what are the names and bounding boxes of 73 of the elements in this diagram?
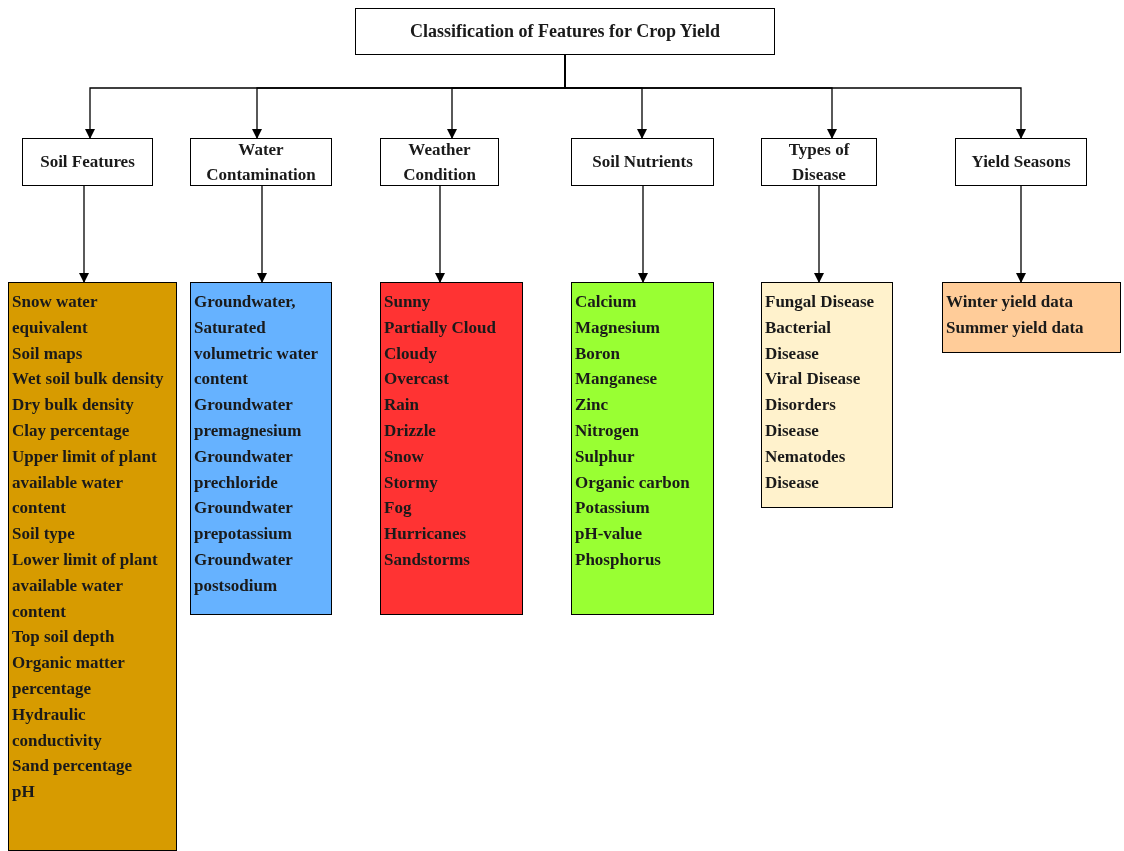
list-item: Top soil depth <box>12 626 116 649</box>
list-item: Stormy <box>384 471 439 494</box>
list-item: Sunny <box>384 291 432 313</box>
list-item: Manganese <box>575 368 659 391</box>
list-item: Fungal Disease <box>765 291 876 313</box>
list-item: Organic matter percentage <box>12 652 126 700</box>
list-item: Potassium <box>575 497 651 520</box>
list-item: Summer yield data <box>946 316 1085 339</box>
list-item: Sand percentage <box>12 755 134 778</box>
list-item: Rain <box>384 394 420 417</box>
list-item: Nitrogen <box>575 420 640 442</box>
heading-text: Soil Features <box>40 151 135 174</box>
feature-list-box <box>942 282 1121 353</box>
list-item: Snow <box>384 445 425 468</box>
arrow <box>435 185 445 283</box>
list-item: pH-value <box>575 523 644 546</box>
list-item: Fog <box>384 497 413 520</box>
feature-list-box <box>8 282 177 851</box>
arrow <box>1016 185 1026 283</box>
list-item: Drizzle <box>384 420 437 442</box>
list-item: Snow water equivalent <box>12 291 99 339</box>
list-item: Boron <box>575 342 622 365</box>
heading-text: Weather Condition <box>402 138 477 186</box>
list-item: Groundwater premagnesium <box>194 394 303 442</box>
category-box <box>571 138 714 186</box>
list-item: pH <box>12 781 36 804</box>
list-item: Partially Cloud <box>384 316 497 339</box>
list-item: Sandstorms <box>384 548 471 571</box>
list-item: Disorders Disease <box>765 394 837 442</box>
category-box <box>761 138 877 186</box>
feature-list-box <box>380 282 523 615</box>
feature-list-box <box>571 282 714 615</box>
list-item: Phosphorus <box>575 548 662 571</box>
list-item: Soil type <box>12 523 76 546</box>
list-item: Winter yield data <box>946 291 1074 313</box>
heading-text: Soil Nutrients <box>592 151 693 174</box>
arrow <box>79 185 89 283</box>
list-item: Nematodes Disease <box>765 445 847 494</box>
list-item: Bacterial Disease <box>765 316 833 365</box>
feature-list-box <box>190 282 332 615</box>
list-item: Magnesium <box>575 316 661 339</box>
category-box <box>955 138 1087 186</box>
list-item: Zinc <box>575 394 610 417</box>
list-item: Sulphur <box>575 445 636 468</box>
heading-text: Water Contamination <box>205 138 317 186</box>
list-item: Overcast <box>384 368 450 391</box>
arrow <box>257 185 267 283</box>
title-box <box>355 8 775 55</box>
arrow <box>814 185 824 283</box>
list-item: Groundwater prechloride <box>194 445 294 494</box>
list-item: Lower limit of plant available water content <box>12 548 159 623</box>
list-item: Groundwater prepotassium <box>194 497 294 546</box>
list-item: Calcium <box>575 291 638 313</box>
arrow <box>638 185 648 283</box>
list-item: Soil maps <box>12 342 84 365</box>
heading-text: Types of Disease <box>787 138 851 186</box>
feature-list-box <box>761 282 893 508</box>
list-item: Wet soil bulk density <box>12 368 165 391</box>
list-item: Viral Disease <box>765 368 862 391</box>
list-item: Groundwater, Saturated volumetric water content <box>194 291 319 391</box>
heading-text: Yield Seasons <box>971 151 1071 174</box>
list-item: Cloudy <box>384 342 438 365</box>
category-box <box>22 138 153 186</box>
category-box <box>190 138 332 186</box>
list-item: Groundwater postsodium <box>194 548 294 597</box>
heading-text: Classification of Features for Crop Yield <box>409 20 721 43</box>
list-item: Organic carbon <box>575 471 691 494</box>
list-item: Clay percentage <box>12 420 131 442</box>
list-item: Hurricanes <box>384 523 468 546</box>
list-item: Dry bulk density <box>12 394 135 417</box>
list-item: Upper limit of plant available water content <box>12 445 158 520</box>
list-item: Hydraulic conductivity <box>12 703 103 752</box>
category-box <box>380 138 499 186</box>
